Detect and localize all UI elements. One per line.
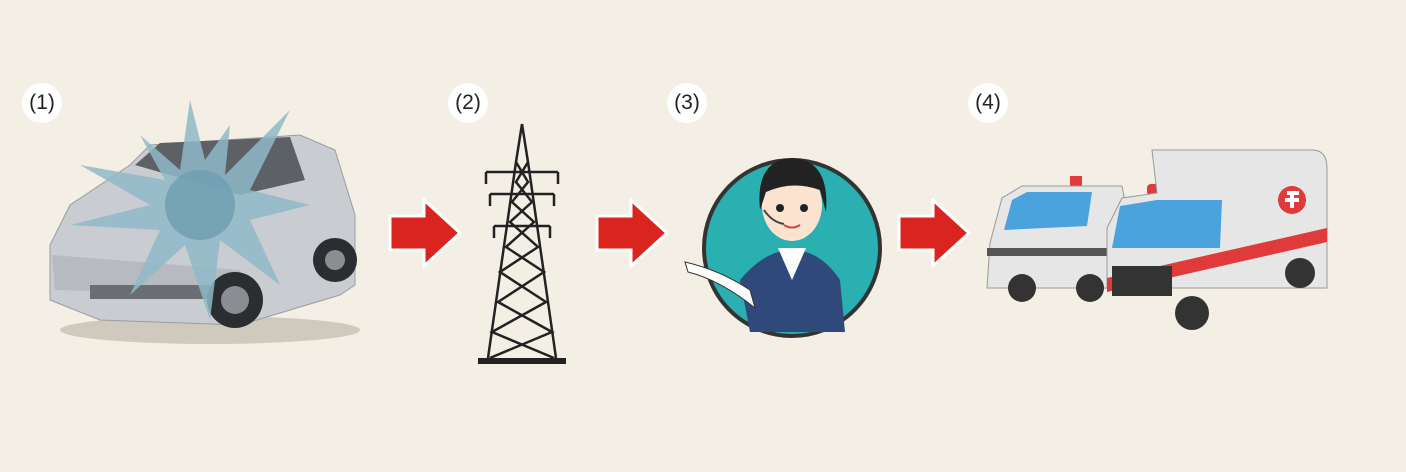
transmission-tower-illustration (478, 123, 566, 364)
arrow-right-icon (897, 198, 971, 268)
small-ambulance (986, 176, 1133, 302)
arrow-right-icon (595, 198, 669, 268)
step-label-2: (2) (448, 83, 488, 123)
arrow-right-icon (388, 198, 462, 268)
step-label-1: (1) (22, 83, 62, 123)
step-label-3: (3) (667, 83, 707, 123)
call-center-operator-illustration (684, 158, 882, 338)
car-collision-illustration (49, 100, 360, 344)
step-label-4: (4) (968, 83, 1008, 123)
ambulances-illustration (986, 149, 1328, 330)
large-ambulance (1106, 149, 1328, 330)
